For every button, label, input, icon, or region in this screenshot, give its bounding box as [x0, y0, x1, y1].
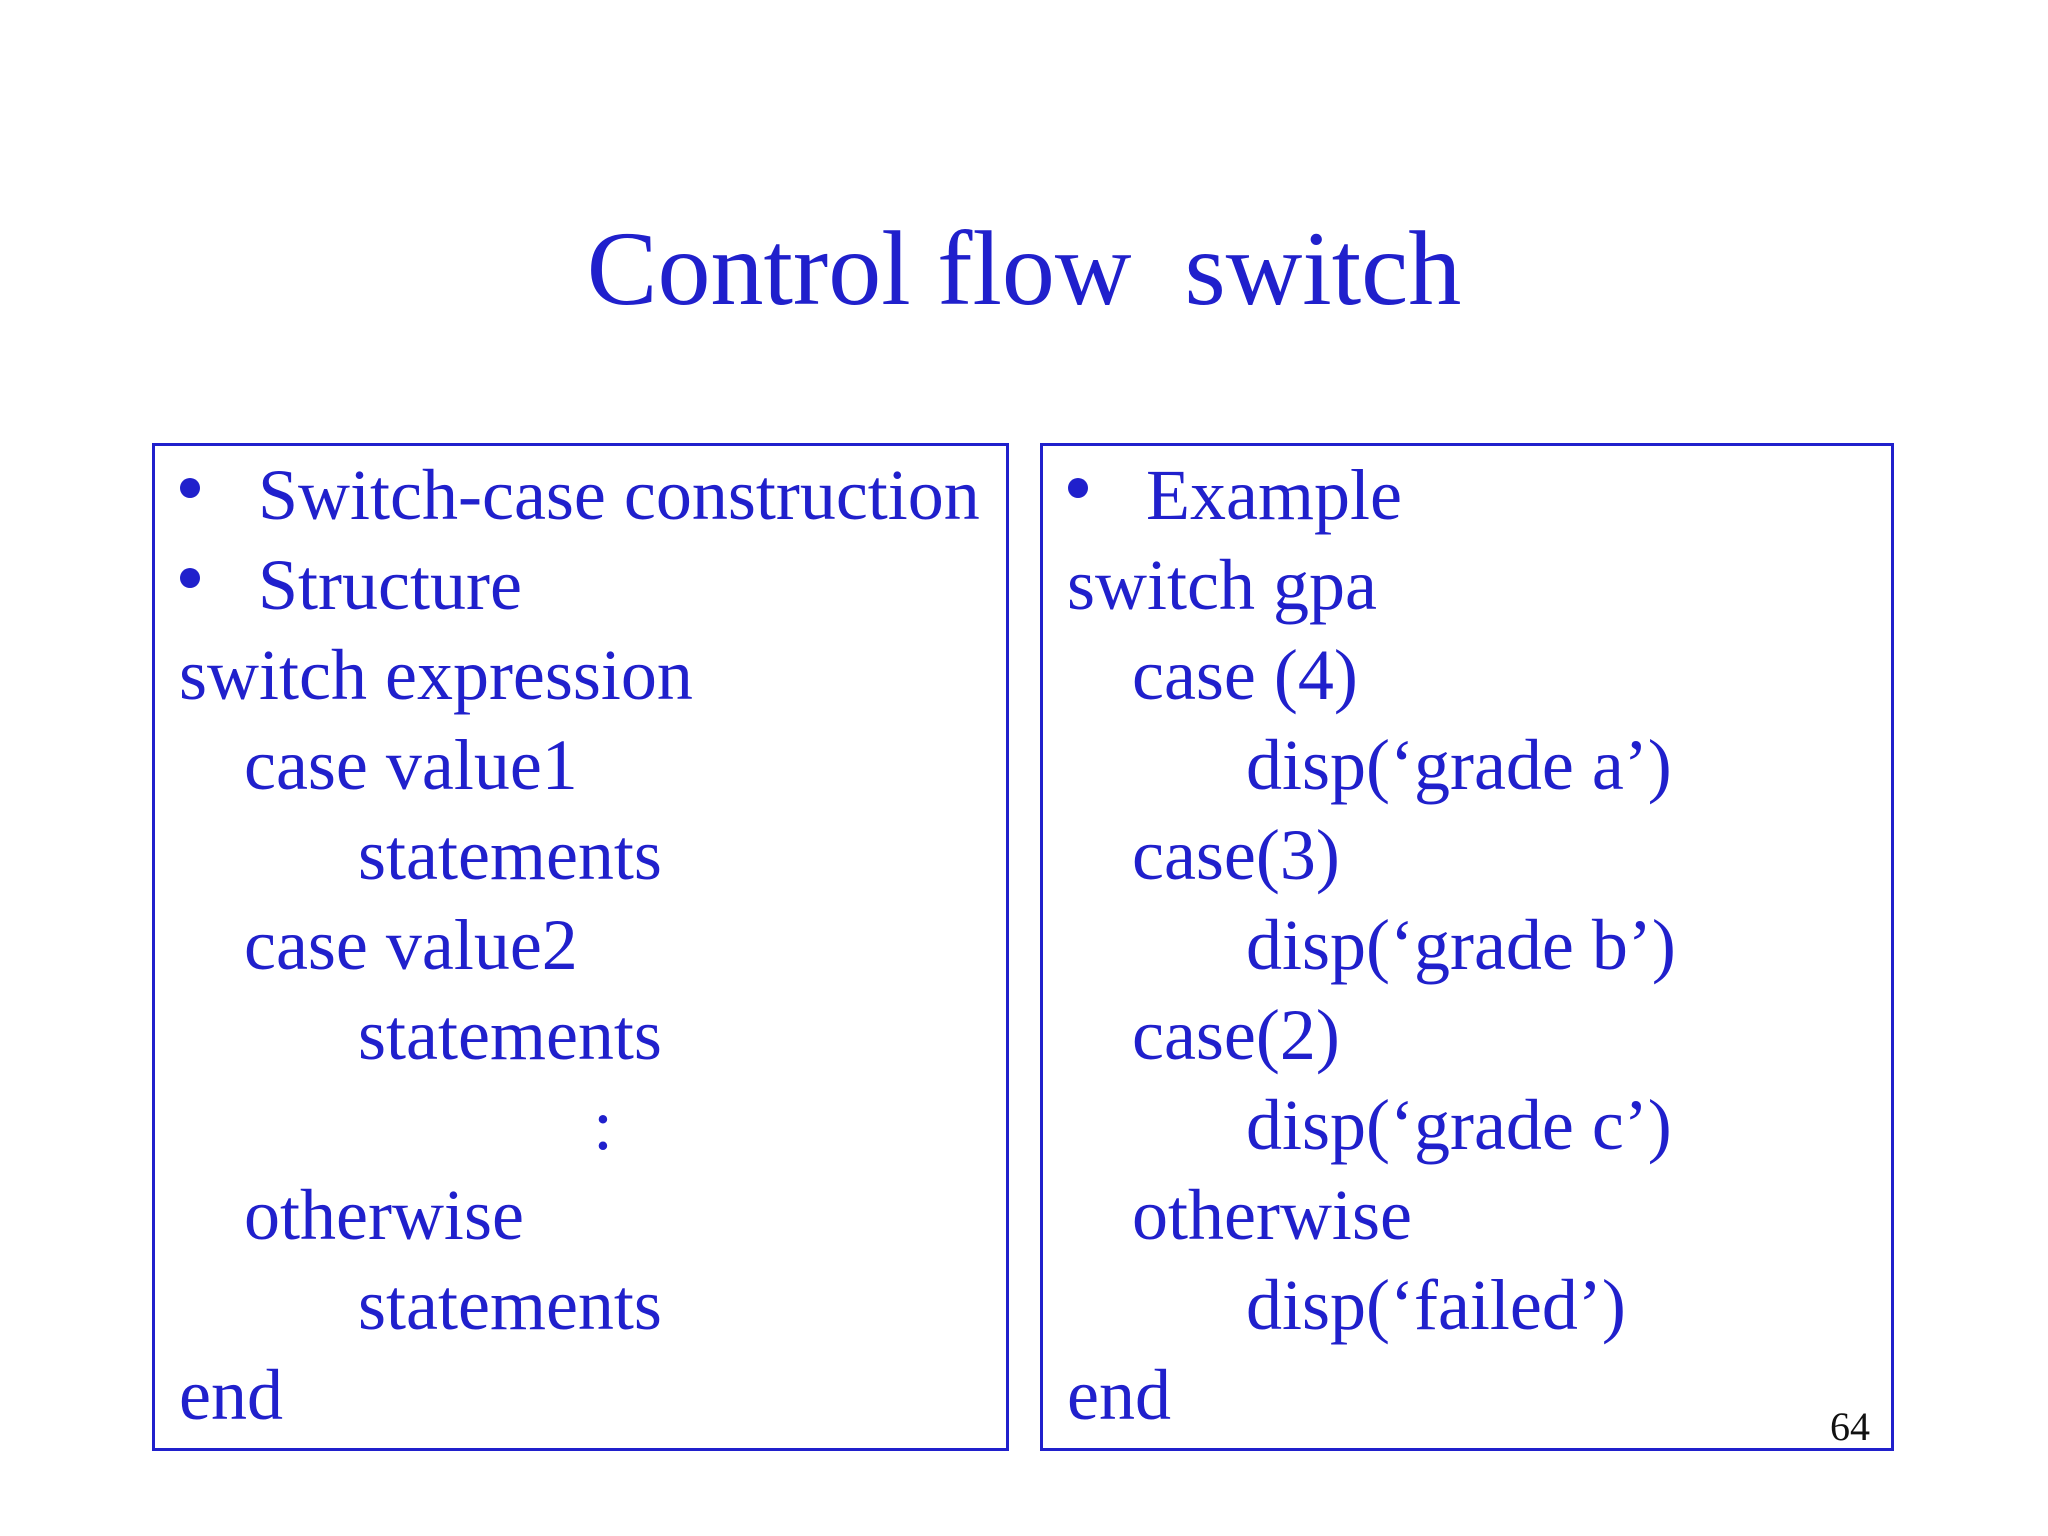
bullet-icon	[180, 568, 200, 588]
code-line: otherwise	[1132, 1175, 1412, 1255]
code-line: disp(‘grade b’)	[1246, 905, 1676, 985]
code-line: otherwise	[244, 1175, 524, 1255]
code-line: :	[593, 1085, 614, 1165]
example-panel: Example switch gpa case (4) disp(‘grade …	[1040, 443, 1894, 1451]
code-line: case (4)	[1132, 635, 1358, 715]
code-line: end	[1067, 1355, 1171, 1435]
bullet-icon	[1068, 478, 1088, 498]
code-line: disp(‘grade c’)	[1246, 1085, 1672, 1165]
code-line: case(2)	[1132, 995, 1340, 1075]
example-panel-lines: Example switch gpa case (4) disp(‘grade …	[1043, 446, 1891, 1440]
bullet-item-label: Structure	[258, 545, 522, 625]
code-line: statements	[358, 1265, 662, 1345]
code-line: end	[179, 1355, 283, 1435]
code-line: case(3)	[1132, 815, 1340, 895]
code-line: statements	[358, 995, 662, 1075]
bullet-item-label: Switch-case construction	[258, 455, 980, 535]
slide-title: Control flow switch	[586, 210, 1462, 327]
structure-panel-lines: Switch-case construction Structure switc…	[155, 446, 1006, 1440]
code-line: case value1	[244, 725, 578, 805]
code-line: disp(‘grade a’)	[1246, 725, 1672, 805]
code-line: case value2	[244, 905, 578, 985]
code-line: disp(‘failed’)	[1246, 1265, 1626, 1345]
bullet-item: Structure	[155, 540, 1006, 630]
bullet-item: Switch-case construction	[155, 450, 1006, 540]
bullet-item: Example	[1043, 450, 1891, 540]
bullet-item-label: Example	[1146, 455, 1402, 535]
bullet-icon	[180, 478, 200, 498]
code-line: switch expression	[179, 635, 693, 715]
structure-panel: Switch-case construction Structure switc…	[152, 443, 1009, 1451]
code-line: switch gpa	[1067, 545, 1377, 625]
page-number: 64	[1830, 1404, 1870, 1449]
code-line: statements	[358, 815, 662, 895]
